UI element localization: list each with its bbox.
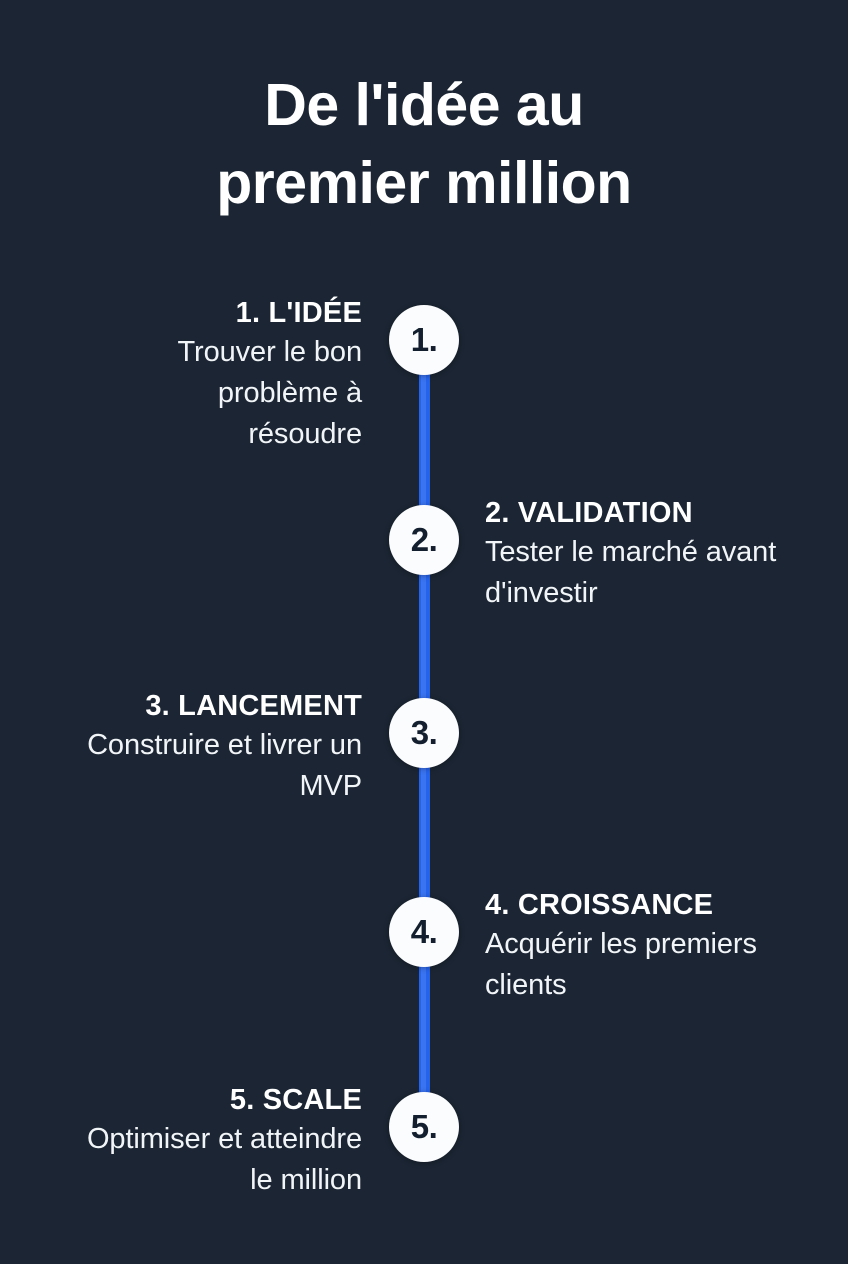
step-title: 5. SCALE (229, 1084, 362, 1116)
step-title: 2. VALIDATION (485, 497, 693, 529)
step-marker-number: 3. (410, 713, 438, 751)
step-marker-number: 1. (410, 320, 438, 358)
step-marker-1: 1. (389, 305, 459, 375)
page-title-line-2: premier million (216, 150, 632, 216)
step-content-5: 5. SCALE Optimiser et atteindre le milli… (57, 1081, 362, 1201)
step-description: Construire et livrer un MVP (87, 729, 362, 802)
step-content-1: 1. L'IDÉE Trouver le bon problème à réso… (122, 294, 362, 455)
step-marker-2: 2. (389, 505, 459, 575)
page-title: De l'idée au premier million (0, 66, 848, 222)
step-marker-5: 5. (389, 1092, 459, 1162)
step-title: 4. CROISSANCE (485, 889, 714, 921)
step-content-4: 4. CROISSANCE Acquérir les premiers clie… (485, 886, 765, 1006)
step-description: Tester le marché avant d'investir (485, 536, 777, 609)
step-content-2: 2. VALIDATION Tester le marché avant d'i… (485, 494, 785, 614)
step-marker-number: 5. (410, 1107, 438, 1145)
step-marker-3: 3. (389, 698, 459, 768)
step-description: Optimiser et atteindre le million (86, 1123, 362, 1196)
step-title: 1. L'IDÉE (235, 297, 362, 329)
step-marker-number: 2. (410, 520, 438, 558)
step-marker-number: 4. (410, 912, 438, 950)
page-title-line-1: De l'idée au (264, 72, 584, 138)
step-description: Trouver le bon problème à résoudre (177, 336, 362, 450)
step-title: 3. LANCEMENT (145, 690, 362, 722)
step-content-3: 3. LANCEMENT Construire et livrer un MVP (62, 687, 362, 807)
step-marker-4: 4. (389, 897, 459, 967)
step-description: Acquérir les premiers clients (485, 928, 757, 1001)
